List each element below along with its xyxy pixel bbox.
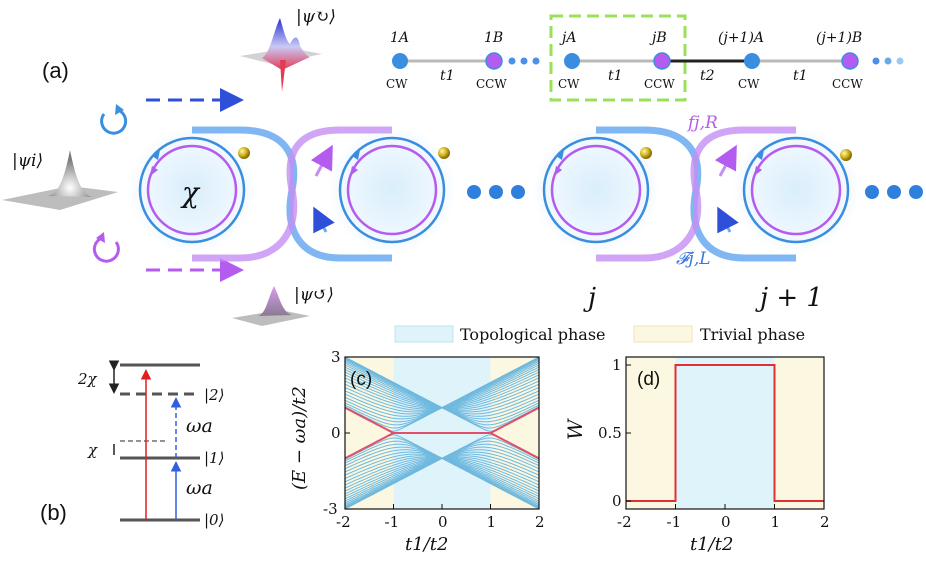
- x-tick-label: -2: [617, 513, 632, 531]
- site-dir: CCW: [832, 77, 863, 91]
- cw-wavepacket: |ψ↻⟩: [240, 7, 336, 92]
- j1-label: j + 1: [755, 283, 823, 313]
- j-label: j: [583, 283, 596, 313]
- y-tick-label: 0: [331, 424, 341, 442]
- x-tick-label: 0: [438, 513, 448, 531]
- x-axis-label-c: t1/t2: [405, 534, 448, 555]
- x-tick-label: -1: [667, 513, 682, 531]
- site-jB: [653, 52, 671, 70]
- winding-number-line: [626, 364, 824, 502]
- site-dir: CW: [738, 77, 760, 91]
- coupling-label: t2: [700, 68, 715, 84]
- x-tick-label: 2: [535, 513, 545, 531]
- legend-swatch-trivial: [633, 325, 693, 343]
- winding-chart-series: [626, 364, 824, 502]
- psi-in-label: |ψi⟩: [12, 151, 43, 171]
- shift-label: χ: [87, 441, 98, 459]
- trivial-region: [345, 357, 394, 509]
- x-tick-label: 0: [721, 513, 731, 531]
- y-tick-label: 1: [612, 356, 622, 374]
- winding-chart-background: [626, 357, 824, 509]
- level-label: |1⟩: [204, 449, 224, 467]
- psi-cw-label: |ψ↻⟩: [296, 7, 336, 27]
- x-tick-label: 1: [487, 513, 497, 531]
- x-tick-label: -1: [385, 513, 400, 531]
- y-tick-label: 3: [331, 348, 341, 366]
- coupling-label: t1: [608, 68, 623, 84]
- x-axis-label-d: t1/t2: [690, 534, 733, 555]
- topological-region: [675, 357, 775, 509]
- site-dir: CW: [386, 77, 408, 91]
- trivial-region: [626, 357, 676, 509]
- band-chart-series: [345, 357, 539, 509]
- site-jA: [564, 53, 580, 69]
- site-label: 1A: [390, 30, 409, 46]
- ellipsis-dots: [467, 185, 923, 199]
- omega-label: ωa: [186, 477, 213, 499]
- counterclockwise-icon: [92, 232, 120, 263]
- site-dir: CCW: [476, 77, 507, 91]
- site-label: (j+1)A: [718, 30, 764, 46]
- site-j1A: [744, 53, 760, 69]
- legend-trivial: Trivial phase: [700, 325, 805, 344]
- site-label: jB: [649, 30, 667, 46]
- legend-swatch-topological: [394, 325, 454, 343]
- x-tick-label: -2: [336, 513, 351, 531]
- site-j1B: [841, 52, 859, 70]
- chi-label: χ: [180, 176, 201, 209]
- energy-level-diagram: (b) |2⟩ |1⟩ |0⟩ ωa ωa 2χ χ: [40, 360, 224, 529]
- omega-label: ωa: [186, 415, 213, 437]
- panel-label-a: (a): [42, 58, 69, 83]
- resonator-pair-j: fj,R 𝓕j,L j j + 1: [532, 113, 860, 313]
- site-label: (j+1)B: [816, 30, 862, 46]
- y-tick-label: 0: [612, 492, 622, 510]
- panel-label-b: (b): [40, 500, 67, 525]
- y-tick-label: 0.5: [598, 424, 622, 442]
- panel-label-d: (d): [637, 369, 660, 390]
- site-label: 1B: [484, 30, 503, 46]
- y-axis-label-d: W: [563, 418, 587, 440]
- band-chart: -2 -1 0 1 2 -3 0 3 (c) t1/t2 (E − ωa)/t2: [289, 348, 545, 555]
- winding-chart: -2 -1 0 1 2 0 0.5 1 (d) t1/t2 W: [563, 356, 830, 555]
- site-label: jA: [559, 30, 576, 46]
- site-dir: CW: [558, 77, 580, 91]
- trivial-region: [490, 357, 539, 509]
- shift-label: 2χ: [77, 370, 98, 388]
- edge-state-line: [345, 432, 539, 460]
- phase-legend: Topological phase Trivial phase: [394, 325, 805, 344]
- level-label: |0⟩: [204, 511, 224, 529]
- trivial-region: [774, 357, 824, 509]
- clockwise-icon: [100, 104, 128, 135]
- input-wavepacket: |ψi⟩: [2, 150, 118, 210]
- F-L-label: 𝓕j,L: [676, 249, 711, 269]
- coupling-label: t1: [793, 68, 808, 84]
- y-axis-label-c: (E − ωa)/t2: [289, 386, 310, 490]
- x-tick-label: 1: [771, 513, 781, 531]
- psi-ccw-label: |ψ↺⟩: [294, 285, 334, 305]
- lattice-chain: 1A 1B jA jB (j+1)A (j+1)B CW CCW CW CCW …: [386, 14, 904, 102]
- f-R-label: fj,R: [686, 113, 718, 133]
- site-1A: [392, 53, 408, 69]
- panel-label-c: (c): [350, 369, 372, 390]
- resonator-pair-1: χ: [128, 126, 456, 262]
- level-label: |2⟩: [204, 386, 224, 404]
- x-tick-label: 2: [820, 513, 830, 531]
- coupling-label: t1: [440, 68, 455, 84]
- legend-topological: Topological phase: [460, 325, 606, 344]
- ccw-wavepacket: |ψ↺⟩: [232, 285, 334, 326]
- site-1B: [485, 52, 503, 70]
- site-dir: CCW: [644, 77, 675, 91]
- y-tick-label: -3: [323, 500, 338, 518]
